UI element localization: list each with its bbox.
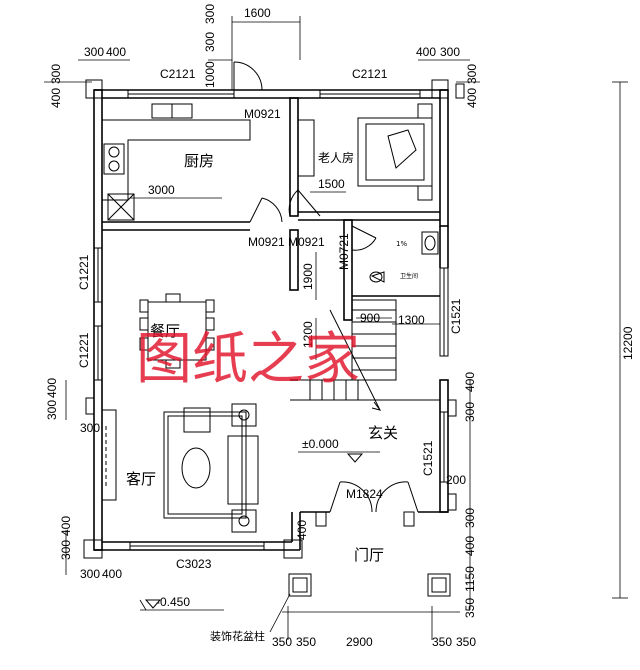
armchair: [183, 407, 211, 433]
dim-left-400: 400: [45, 378, 59, 398]
dim-stair-900: 900: [360, 311, 380, 325]
outer-wall-right-upper: [439, 89, 449, 227]
dim-col-300-lt: 300: [49, 64, 63, 84]
washbasin: [421, 231, 439, 255]
columns: [83, 79, 465, 597]
planter-label: 装饰花盆柱: [210, 629, 265, 643]
dim-corridor-1900: 1900: [301, 263, 315, 290]
dim-bottom-350a: 350: [272, 635, 292, 649]
door-label-main: M1824: [346, 487, 383, 501]
dim-col-400-lt: 400: [49, 88, 63, 108]
dim-left-300: 300: [45, 400, 59, 420]
dim-top-300b: 300: [203, 32, 217, 52]
room-label-foyer: 玄关: [368, 424, 398, 442]
doors: [233, 61, 419, 513]
dim-bottom-350c: 350: [432, 635, 452, 649]
dim-top-300a: 300: [203, 4, 217, 24]
dim-bottom-350b: 350: [296, 635, 316, 649]
dim-right-400b: 400: [463, 536, 477, 556]
dim-col-400-tl: 400: [106, 45, 126, 59]
dim-right-300: 300: [463, 402, 477, 422]
level-outdoor: -0.450: [156, 595, 190, 609]
dimension-lines: [44, 16, 628, 640]
living-rug: [163, 411, 247, 519]
room-label-kitchen: 厨房: [184, 152, 214, 170]
dim-bl-400: 400: [102, 567, 122, 581]
planter-pillar-left: [288, 573, 312, 597]
window-label-right-upper: C1521: [449, 298, 463, 334]
dim-stair-1200: 1200: [301, 321, 315, 348]
dim-total-depth: 12200: [621, 326, 635, 360]
dim-bedroom-length: 1500: [318, 177, 345, 191]
dim-left-bottom-300: 300: [59, 540, 73, 560]
window-label-kitchen: C2121: [160, 67, 196, 81]
dim-right-350: 350: [463, 598, 477, 618]
dim-top-width: 1600: [244, 6, 271, 20]
door-label-bathroom: M0721: [337, 233, 351, 270]
dim-col-300-tl: 300: [84, 45, 104, 59]
room-label-dining: 餐厅: [150, 322, 180, 340]
stove: [103, 143, 125, 175]
dim-left-300b: 300: [80, 421, 100, 435]
dim-col-400-tr: 400: [416, 45, 436, 59]
furniture: [101, 103, 439, 533]
dim-right-200: 200: [446, 473, 466, 487]
dim-bottom-2900: 2900: [346, 635, 373, 649]
window-label-bedroom: C2121: [352, 67, 388, 81]
watermark: 图纸之家: [136, 327, 360, 392]
sofa: [227, 435, 259, 505]
dim-right-1150: 1150: [463, 566, 477, 592]
door-label-bedroom: M0921: [288, 235, 325, 249]
fridge: [107, 193, 135, 221]
window-label-living-bottom: C3023: [176, 557, 212, 571]
staircase: [298, 299, 397, 411]
planter-pillar-right: [427, 573, 451, 597]
room-label-bathroom: 卫生间: [400, 272, 418, 280]
windows: [93, 89, 449, 551]
dim-bl-300: 300: [80, 567, 100, 581]
dimension-text: 1600 300 300 1000 300 400 400 300 300 40…: [45, 4, 635, 649]
dim-bath-1300: 1300: [398, 313, 425, 327]
dim-right-400: 400: [463, 372, 477, 392]
toilet: [370, 271, 385, 283]
room-label-elder-bedroom: 老人房: [318, 150, 354, 165]
door-label-kitchen: M0921: [248, 235, 285, 249]
door-label-kitchen-back: M0921: [244, 107, 281, 121]
dim-top-1000: 1000: [203, 61, 217, 88]
dim-left-bottom-400: 400: [59, 516, 73, 536]
dim-col-300-rt: 300: [465, 64, 479, 84]
kitchen-counter: [102, 119, 251, 201]
dim-kitchen-length: 3000: [148, 183, 175, 197]
window-label-left-lower: C1221: [77, 332, 91, 368]
outer-wall-left: [93, 89, 103, 551]
bath-slope-label: 1%: [396, 240, 407, 248]
room-label-living: 客厅: [126, 470, 156, 488]
window-label-left-upper: C1221: [77, 254, 91, 290]
wardrobe: [297, 119, 315, 177]
coffee-table: [181, 447, 211, 489]
level-floor: ±0.000: [302, 437, 339, 451]
tv-cabinet: [101, 409, 117, 501]
dim-right-300b: 300: [463, 508, 477, 528]
window-label-right-lower: C1521: [421, 440, 435, 476]
dim-col-400-rt: 400: [465, 88, 479, 108]
bed: [357, 117, 433, 187]
dim-entry-400: 400: [295, 520, 309, 540]
dim-col-300-tr: 300: [440, 45, 460, 59]
room-label-entry-hall: 门厅: [354, 546, 384, 564]
dim-bottom-350d: 350: [456, 635, 476, 649]
